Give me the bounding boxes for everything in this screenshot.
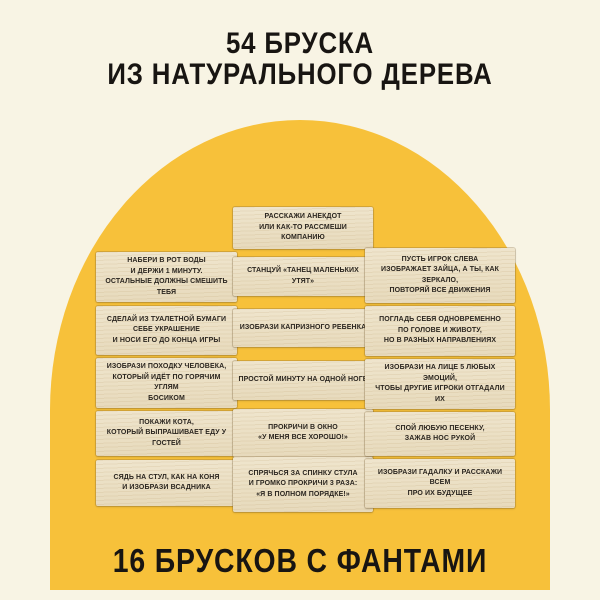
top-title-line2: ИЗ НАТУРАЛЬНОГО ДЕРЕВА (107, 58, 493, 91)
task-plank: ИЗОБРАЗИ ГАДАЛКУ И РАССКАЖИ ВСЕМ ПРО ИХ … (365, 459, 515, 508)
task-plank: СТАНЦУЙ «ТАНЕЦ МАЛЕНЬКИХ УТЯТ» (233, 257, 373, 296)
task-plank: ИЗОБРАЗИ НА ЛИЦЕ 5 ЛЮБЫХ ЭМОЦИЙ, ЧТОБЫ Д… (365, 359, 515, 409)
task-plank: СДЕЛАЙ ИЗ ТУАЛЕТНОЙ БУМАГИ СЕБЕ УКРАШЕНИ… (96, 306, 237, 355)
bottom-title: 16 БРУСКОВ С ФАНТАМИ (112, 542, 488, 579)
task-plank: СЯДЬ НА СТУЛ, КАК НА КОНЯ И ИЗОБРАЗИ ВСА… (96, 460, 237, 506)
task-plank: ИЗОБРАЗИ ПОХОДКУ ЧЕЛОВЕКА, КОТОРЫЙ ИДЁТ … (96, 358, 237, 408)
task-plank: ПОКАЖИ КОТА, КОТОРЫЙ ВЫПРАШИВАЕТ ЕДУ У Г… (96, 411, 237, 456)
task-plank: СПРЯЧЬСЯ ЗА СПИНКУ СТУЛА И ГРОМКО ПРОКРИ… (233, 457, 373, 512)
top-title: 54 БРУСКА ИЗ НАТУРАЛЬНОГО ДЕРЕВА (42, 28, 558, 90)
task-plank: ПОГЛАДЬ СЕБЯ ОДНОВРЕМЕННО ПО ГОЛОВЕ И ЖИ… (365, 306, 515, 356)
task-plank: РАССКАЖИ АНЕКДОТ ИЛИ КАК-ТО РАССМЕШИ КОМ… (233, 207, 373, 249)
task-plank: ПРОКРИЧИ В ОКНО «У МЕНЯ ВСЕ ХОРОШО!» (233, 409, 373, 457)
task-plank: СПОЙ ЛЮБУЮ ПЕСЕНКУ, ЗАЖАВ НОС РУКОЙ (365, 412, 515, 456)
yellow-arch-background (50, 120, 550, 590)
task-plank: ПУСТЬ ИГРОК СЛЕВА ИЗОБРАЖАЕТ ЗАЙЦА, А ТЫ… (365, 248, 515, 303)
task-plank: НАБЕРИ В РОТ ВОДЫ И ДЕРЖИ 1 МИНУТУ. ОСТА… (96, 252, 237, 302)
task-plank: ИЗОБРАЗИ КАПРИЗНОГО РЕБЕНКА (233, 309, 373, 347)
top-title-line1: 54 БРУСКА (225, 27, 375, 60)
task-plank: ПРОСТОЙ МИНУТУ НА ОДНОЙ НОГЕ (233, 361, 373, 400)
